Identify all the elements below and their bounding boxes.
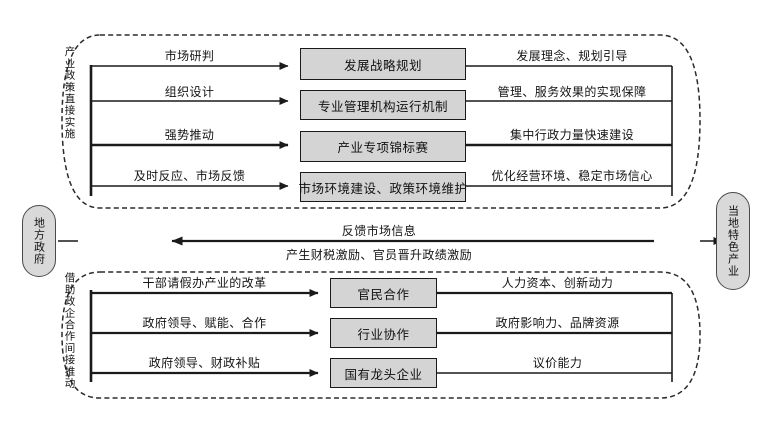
- lower-row-1-box[interactable]: 行业协作: [330, 318, 437, 348]
- lower-row-0-input-label: 干部请假办产业的改革: [142, 276, 267, 290]
- lower-row-2-output-label: 议价能力: [532, 356, 583, 370]
- upper-row-2-box[interactable]: 产业专项锦标赛: [300, 131, 466, 162]
- upper-row-3-box[interactable]: 市场环境建设、政策环境维护: [299, 172, 467, 202]
- node-local-characteristic-industry[interactable]: 当地特色产业: [716, 192, 750, 290]
- node-local-characteristic-industry-label: 当地特色产业: [726, 205, 740, 277]
- feedback-line-1: 反馈市场信息: [341, 224, 417, 238]
- upper-row-1-input-label: 组织设计: [164, 85, 215, 99]
- upper-row-0-input-label: 市场研判: [164, 49, 215, 63]
- upper-row-2-output-label: 集中行政力量快速建设: [509, 128, 634, 142]
- lower-row-0-output-label: 人力资本、创新动力: [501, 276, 614, 290]
- node-local-government[interactable]: 地方政府: [22, 205, 56, 277]
- upper-row-0-box[interactable]: 发展战略规划: [300, 48, 466, 80]
- upper-row-3-output-label: 优化经营环境、稳定市场信心: [491, 169, 653, 183]
- lower-row-1-output-label: 政府影响力、品牌资源: [495, 316, 620, 330]
- upper-row-1-output-label: 管理、服务效果的实现保障: [497, 85, 647, 99]
- upper-group-label: 产业政策直接实施: [63, 46, 76, 140]
- upper-row-3-input-label: 及时反应、市场反馈: [133, 169, 246, 183]
- node-local-government-label: 地方政府: [32, 217, 46, 265]
- feedback-line-2: 产生财税激励、官员晋升政绩激励: [285, 248, 472, 262]
- upper-row-1-box[interactable]: 专业管理机构运行机制: [300, 90, 466, 120]
- lower-group-label: 借助政企合作间接推动: [63, 272, 76, 389]
- lower-row-0-box[interactable]: 官民合作: [330, 278, 437, 308]
- lower-row-2-box[interactable]: 国有龙头企业: [330, 358, 437, 388]
- upper-row-0-output-label: 发展理念、规划引导: [516, 49, 628, 63]
- lower-row-1-input-label: 政府领导、赋能、合作: [142, 316, 267, 330]
- lower-row-2-input-label: 政府领导、财政补贴: [148, 356, 261, 370]
- upper-row-2-input-label: 强势推动: [164, 128, 215, 142]
